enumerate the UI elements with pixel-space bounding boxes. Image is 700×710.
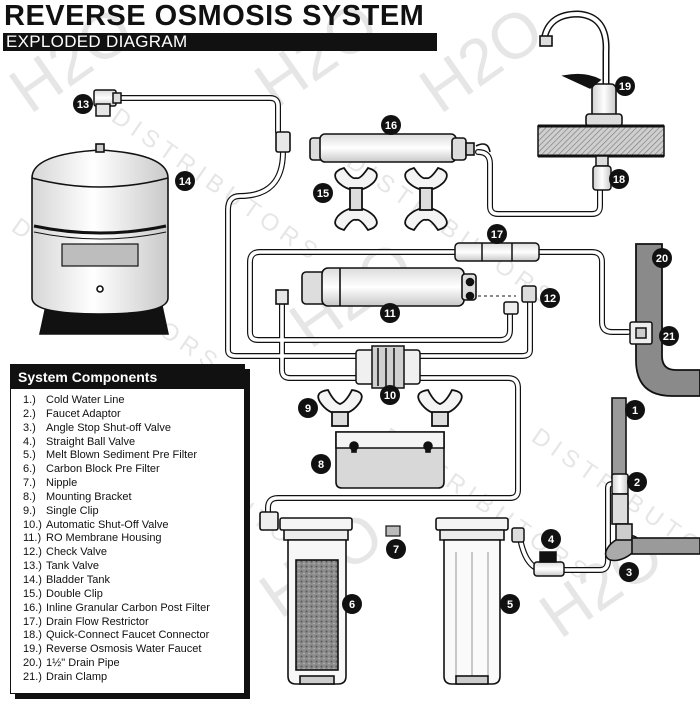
svg-text:21: 21 [663,331,675,343]
legend-item: 15.)Double Clip [23,587,103,600]
mounting-bracket [335,431,445,489]
legend-item: 10.)Automatic Shut-Off Valve [23,518,169,531]
callout-1: 1 [625,400,645,420]
legend-heading: System Components [11,365,244,389]
legend-item: 11.)RO Membrane Housing [23,532,162,545]
single-clips [317,389,463,427]
callout-7: 7 [386,539,406,559]
angle-stop-valve [604,493,700,562]
svg-text:H2O: H2O [407,0,556,126]
callout-4: 4 [541,529,561,549]
page-subtitle: EXPLODED DIAGRAM [3,33,437,51]
legend-item: 19.)Reverse Osmosis Water Faucet [23,643,202,656]
callout-15: 15 [313,183,333,203]
callout-17: 17 [487,224,507,244]
inline-carbon-post-filter [275,131,491,163]
check-valve [503,285,537,315]
callout-11: 11 [380,303,400,323]
legend-item: 3.)Angle Stop Shut-off Valve [23,421,171,434]
svg-text:17: 17 [491,229,503,241]
callout-18: 18 [609,169,629,189]
legend-item: 12.)Check Valve [23,546,107,559]
quick-connect-faucet-connector [592,155,612,191]
legend-item: 4.)Straight Ball Valve [23,435,136,448]
svg-text:20: 20 [656,253,668,265]
callout-14: 14 [175,171,195,191]
callout-3: 3 [619,562,639,582]
svg-text:1: 1 [632,405,638,417]
countertop [537,124,665,158]
svg-text:12: 12 [544,293,556,305]
ro-membrane-housing [275,267,477,307]
legend-item: 13.)Tank Valve [23,560,99,573]
tank-valve [93,89,122,117]
legend-item: 9.)Single Clip [23,504,99,517]
svg-text:19: 19 [619,81,631,93]
legend-item: 5.)Melt Blown Sediment Pre Filter [23,449,197,462]
callout-6: 6 [342,594,362,614]
legend-item: 14.)Bladder Tank [23,573,111,586]
legend-item: 6.)Carbon Block Pre Filter [23,463,160,476]
double-clip-pair [334,166,448,232]
callout-20: 20 [652,248,672,268]
callout-19: 19 [615,76,635,96]
svg-text:18: 18 [613,174,625,186]
callout-10: 10 [380,385,400,405]
legend-item: 17.)Drain Flow Restrictor [23,615,149,628]
svg-text:13: 13 [77,99,89,111]
svg-text:3: 3 [626,567,632,579]
svg-text:8: 8 [318,459,324,471]
svg-text:14: 14 [179,176,192,188]
callout-9: 9 [298,398,318,418]
svg-text:7: 7 [393,544,399,556]
legend-item: 18.)Quick-Connect Faucet Connector [23,629,210,642]
callout-2: 2 [627,472,647,492]
system-components-legend: System Components 1.)Cold Water Line 2.)… [10,364,245,694]
ro-faucet [539,10,623,127]
faucet-adaptor [611,473,629,495]
callout-12: 12 [540,288,560,308]
svg-text:5: 5 [507,599,513,611]
automatic-shutoff-valve [355,345,421,389]
carbon-block-pre-filter [259,511,353,685]
svg-text:9: 9 [305,403,311,415]
svg-text:11: 11 [384,308,396,320]
callouts: 1 2 3 4 5 6 7 8 9 10 11 12 13 14 15 16 1… [73,76,679,614]
drain-clamp [629,321,653,345]
drain-pipe [635,243,700,397]
svg-text:16: 16 [385,120,397,132]
straight-ball-valve [511,527,565,577]
bladder-tank [31,143,169,335]
page-title: REVERSE OSMOSIS SYSTEM [4,0,425,32]
drain-flow-restrictor [454,242,540,262]
sediment-pre-filter [435,517,509,685]
legend-item: 1.)Cold Water Line [23,394,125,406]
legend-item: 20.)1½" Drain Pipe [23,657,120,670]
tubing [115,95,631,573]
legend-item: 16.)Inline Granular Carbon Post Filter [23,601,210,614]
callout-5: 5 [500,594,520,614]
legend-item: 7.)Nipple [23,477,78,490]
svg-text:10: 10 [384,390,396,402]
callout-21: 21 [659,326,679,346]
svg-text:15: 15 [317,188,329,200]
legend-item: 21.)Drain Clamp [23,670,108,683]
svg-text:2: 2 [634,477,640,489]
svg-text:4: 4 [548,534,555,546]
legend-item: 8.)Mounting Bracket [23,490,132,503]
callout-8: 8 [311,454,331,474]
nipple-fitting [385,525,401,537]
legend-item: 2.)Faucet Adaptor [23,407,121,420]
cold-water-line [611,397,627,479]
svg-text:6: 6 [349,599,355,611]
legend-list: 1.)Cold Water Line 2.)Faucet Adaptor 3.)… [11,389,244,685]
callout-16: 16 [381,115,401,135]
callout-13: 13 [73,94,93,114]
